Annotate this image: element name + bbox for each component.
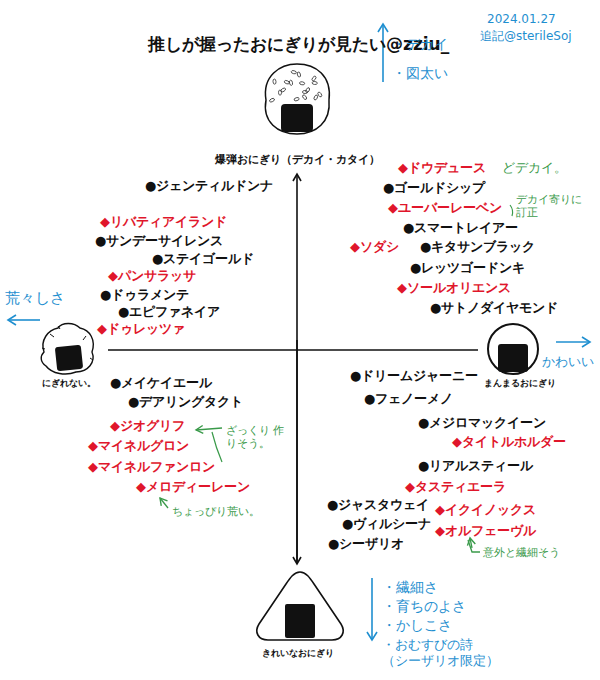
axis-note: かわいい — [542, 354, 594, 370]
horse-name-highlight: ◆ドウデュース — [398, 160, 486, 176]
horse-name: ●ステイゴールド — [152, 251, 254, 267]
rice-grain — [273, 79, 277, 84]
axis-note: ・デカイ — [392, 36, 448, 53]
horse-name-highlight: ◆ドゥレッツァ — [97, 321, 185, 337]
horse-name: ●メイケイエール — [110, 375, 212, 391]
roughness-arrow — [8, 319, 40, 321]
horse-name: ●ドリームジャーニー — [350, 368, 478, 384]
illustration-caption: にぎれない。 — [42, 378, 96, 389]
horse-name-highlight: ◆ジオグリフ — [110, 418, 185, 434]
horse-name: ●スマートレイアー — [403, 220, 518, 236]
axis-note: ・図太い — [392, 65, 448, 82]
horse-name: ●フェノーメノ — [364, 391, 453, 407]
neat-onigiri — [257, 572, 343, 640]
rice-grain — [302, 91, 307, 94]
handwritten-note: ざっくり 作りそう。 — [226, 424, 288, 450]
rice-grain — [312, 81, 317, 84]
horse-name: ●ゴールドシップ — [383, 180, 485, 196]
axis-note: 追記@sterileSoj — [480, 29, 572, 43]
rough-onigiri — [41, 324, 93, 375]
note-arrow — [160, 498, 168, 508]
horse-name-highlight: ◆オルフェーヴル — [435, 523, 536, 539]
horse-name: ●メジロマックイーン — [418, 415, 546, 431]
note-mark — [510, 205, 513, 216]
rice-grain — [299, 81, 305, 85]
rice-grain — [278, 90, 281, 95]
handwritten-note: 意外と繊細そう — [483, 546, 560, 559]
handwritten-note: どデカイ。 — [502, 160, 567, 176]
axis-note: ・かしこさ — [382, 617, 452, 634]
note-bracket — [212, 432, 222, 462]
illustration-caption: きれいなおにぎり — [262, 648, 334, 659]
rice-grain — [317, 92, 322, 98]
axis-note: ・おむすびの詩 （シーザリオ限定） — [382, 637, 500, 668]
horse-name-highlight: ◆リバティアイランド — [100, 214, 227, 230]
horse-name: ●デアリングタクト — [128, 394, 243, 410]
rice-grain — [269, 98, 275, 103]
bomb-onigiri — [265, 64, 329, 134]
handwritten-note: デカイ寄りに 訂正 — [516, 193, 588, 219]
rice-grain — [305, 87, 310, 93]
illustration-caption: 爆弾おにぎり（デカイ・カタイ） — [215, 153, 380, 166]
horse-name: ●ヴィルシーナ — [342, 516, 431, 532]
rice-grain — [291, 70, 297, 74]
horse-name: ●ドゥラメンテ — [100, 287, 189, 303]
rice-grain — [284, 80, 290, 85]
horse-name: ●サンデーサイレンス — [95, 233, 223, 249]
delicacy-arrow — [371, 578, 373, 640]
horse-name-highlight: ◆マイネルファンロン — [88, 459, 215, 475]
illustration-caption: まんまるおにぎり — [484, 378, 556, 389]
note-bracket — [468, 540, 480, 552]
horse-name-highlight: ◆ソダシ — [350, 239, 399, 255]
horizontal-axis — [108, 349, 478, 351]
note-arrow — [470, 538, 472, 548]
horse-name: ●リアルスティール — [418, 458, 533, 474]
rice-grain — [313, 95, 318, 101]
rice-grain — [302, 94, 308, 100]
horse-name-highlight: ◆ユーバーレーベン — [388, 200, 502, 216]
axis-note: ・育ちのよさ — [382, 598, 466, 615]
horse-name: ●エピファネイア — [118, 304, 220, 320]
horse-name-highlight: ◆ソールオリエンス — [397, 280, 511, 296]
handwritten-note: ちょっぴり荒い。 — [172, 505, 260, 518]
horse-name: ●ジャスタウェイ — [327, 497, 429, 513]
horse-name-highlight: ◆メロディーレーン — [136, 479, 250, 495]
horse-name: ●ジェンティルドンナ — [145, 178, 273, 194]
horse-name: ●レッツゴードンキ — [410, 260, 525, 276]
rice-grain — [297, 72, 301, 78]
axis-note: 荒々しさ — [5, 289, 65, 307]
horse-name-highlight: ◆イクイノックス — [435, 502, 536, 518]
horse-name-highlight: ◆タスティエーラ — [405, 479, 506, 495]
axis-note: 2024.01.27 — [487, 12, 556, 26]
cuteness-arrow — [556, 341, 590, 343]
rice-grain — [311, 76, 316, 82]
vertical-axis-down — [296, 340, 298, 564]
round-onigiri — [488, 324, 538, 374]
horse-name: ●サトノダイヤモンド — [430, 300, 558, 316]
horse-name-highlight: ◆マイネルグロン — [88, 438, 189, 454]
rice-grain — [294, 97, 300, 101]
horse-name-highlight: ◆パンサラッサ — [108, 268, 196, 284]
note-arrow — [196, 428, 222, 430]
horse-name: ●シーザリオ — [328, 536, 404, 552]
horse-name: ●キタサンブラック — [420, 239, 535, 255]
horse-name-highlight: ◆タイトルホルダー — [452, 434, 566, 450]
axis-note: ・繊細さ — [382, 579, 438, 596]
